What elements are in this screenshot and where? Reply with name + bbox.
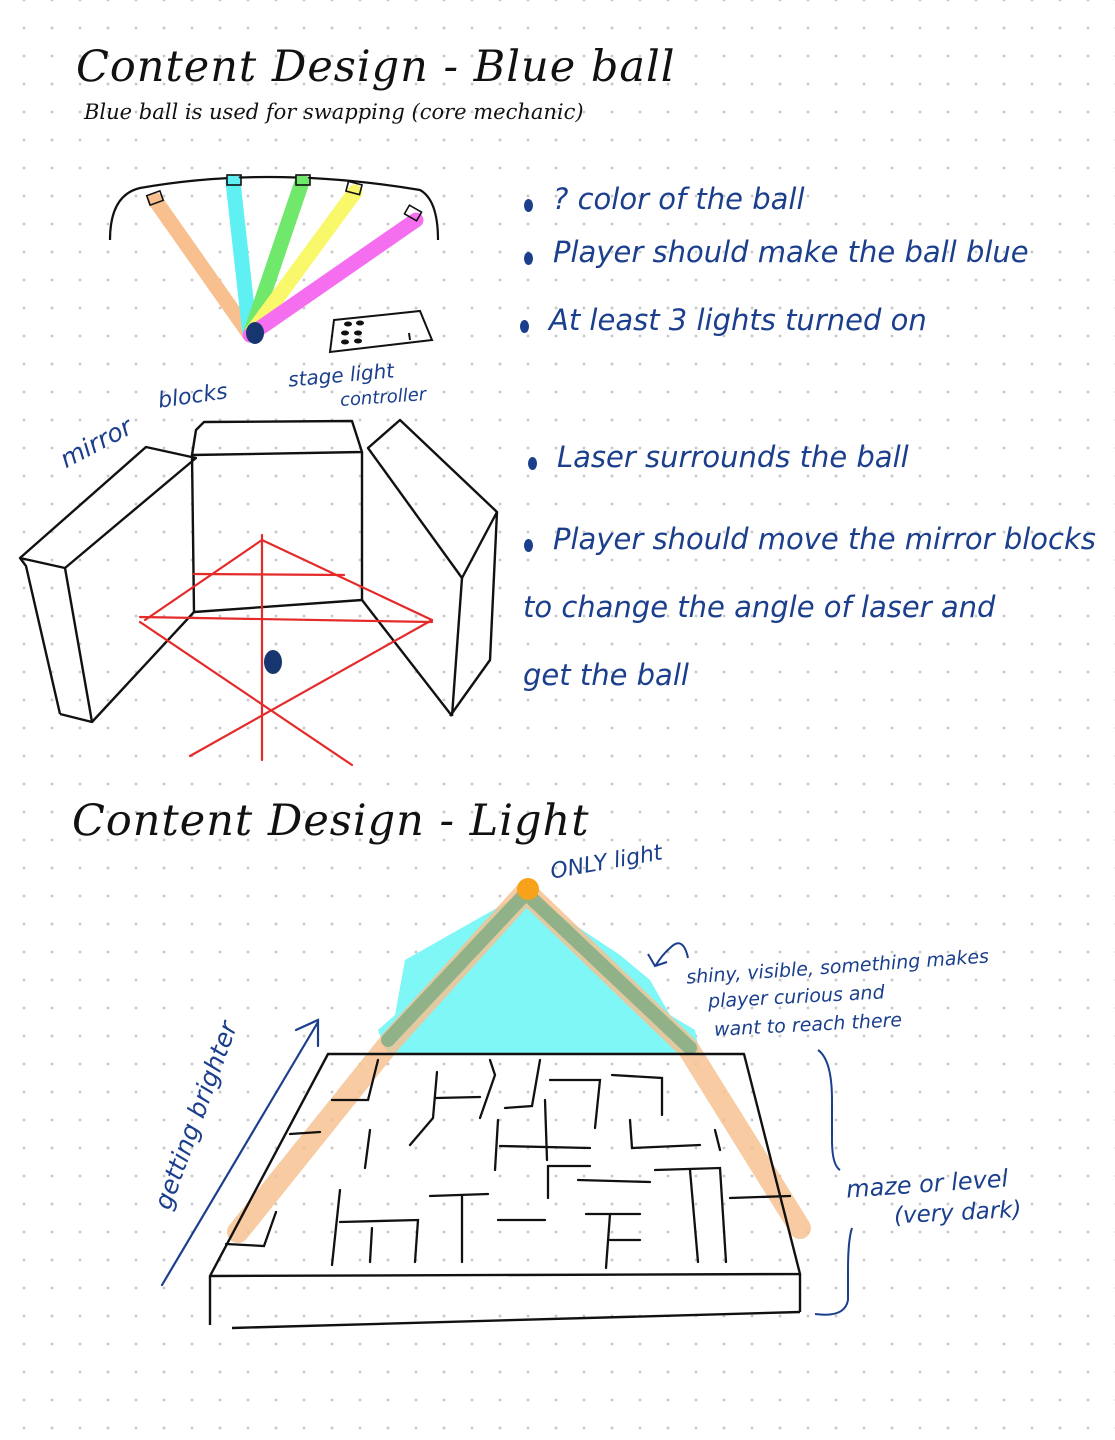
bullet-text: Player should make the ball blue — [553, 235, 1029, 269]
lamp-head — [295, 174, 311, 186]
bullet-line: get the ball — [523, 658, 689, 692]
lamp-head — [344, 180, 364, 196]
brighter-arrow — [160, 1018, 320, 1287]
lamp-head — [403, 204, 423, 222]
maze-platform — [208, 1052, 802, 1330]
section2-title: Content Design - Light — [72, 796, 590, 846]
light-glow — [378, 892, 700, 1055]
curiosity-pointer-arrow — [647, 942, 689, 968]
laser-beams — [138, 533, 434, 767]
bullet-move-mirrors: Player should move the mirror blocks to … — [523, 522, 1096, 709]
light-beam-cyan — [225, 174, 258, 343]
mirror-block-right-top — [366, 418, 499, 580]
bullet-dot — [524, 199, 533, 212]
maze-bracket-bottom — [814, 1227, 853, 1316]
mirror-block-right-face — [450, 577, 464, 717]
mirror-block-center-top — [190, 419, 364, 457]
bullet-text: Laser surrounds the ball — [557, 440, 909, 474]
maze-bottom-edge — [231, 1310, 801, 1330]
bullet-ball-color: ? color of the ball — [524, 182, 805, 233]
laser-line — [143, 538, 264, 622]
laser-line — [138, 615, 434, 624]
bullet-line: to change the angle of laser and — [523, 590, 996, 624]
bullet-dot — [520, 320, 529, 333]
laser-line — [260, 538, 434, 622]
mirror-block-right-side — [449, 511, 499, 717]
stage-light-controller — [328, 309, 434, 354]
laser-line — [192, 572, 346, 577]
section1-title: Content Design - Blue ball — [76, 42, 676, 92]
light-source — [517, 878, 539, 900]
maze-walls — [224, 1058, 792, 1270]
lamp-head — [145, 189, 165, 207]
bullet-text: ? color of the ball — [553, 182, 805, 216]
light-beam-yellow — [242, 184, 363, 343]
stage-lights — [108, 174, 440, 344]
bullet-dot — [524, 252, 533, 265]
mirror-block-center-bottom — [193, 598, 363, 614]
mirror-blocks — [18, 418, 499, 724]
mirror-block-left-top — [18, 445, 198, 570]
bullet-line: Player should move the mirror blocks — [553, 522, 1096, 556]
mirror-block-left-face — [59, 567, 94, 724]
laser-line — [138, 620, 354, 767]
bullet-make-blue: Player should make the ball blue — [524, 235, 1029, 286]
bullet-dot — [528, 457, 537, 470]
mirror-block-left-side — [19, 557, 62, 715]
bullet-text-multiline: Player should move the mirror blocks to … — [523, 505, 1096, 709]
lamp-head — [226, 174, 242, 186]
blue-ball-target — [264, 650, 282, 674]
light-beam-pink — [242, 212, 424, 343]
light-rig-arc — [108, 175, 440, 241]
bullet-three-lights: At least 3 lights turned on — [520, 303, 927, 354]
mirror-block-left-bottom — [91, 611, 195, 723]
light-beam-orange — [147, 192, 258, 343]
bullet-laser-surrounds: Laser surrounds the ball — [528, 440, 909, 491]
bullet-text: At least 3 lights turned on — [549, 303, 927, 337]
mirror-block-right-bottom — [361, 599, 453, 717]
bullet-dot — [524, 539, 533, 552]
blue-ball — [246, 322, 264, 344]
maze-bracket-top — [817, 1049, 841, 1171]
light-beam-green — [242, 174, 310, 343]
section1-subtitle: Blue ball is used for swapping (core mec… — [84, 100, 584, 124]
laser-line — [188, 618, 434, 758]
